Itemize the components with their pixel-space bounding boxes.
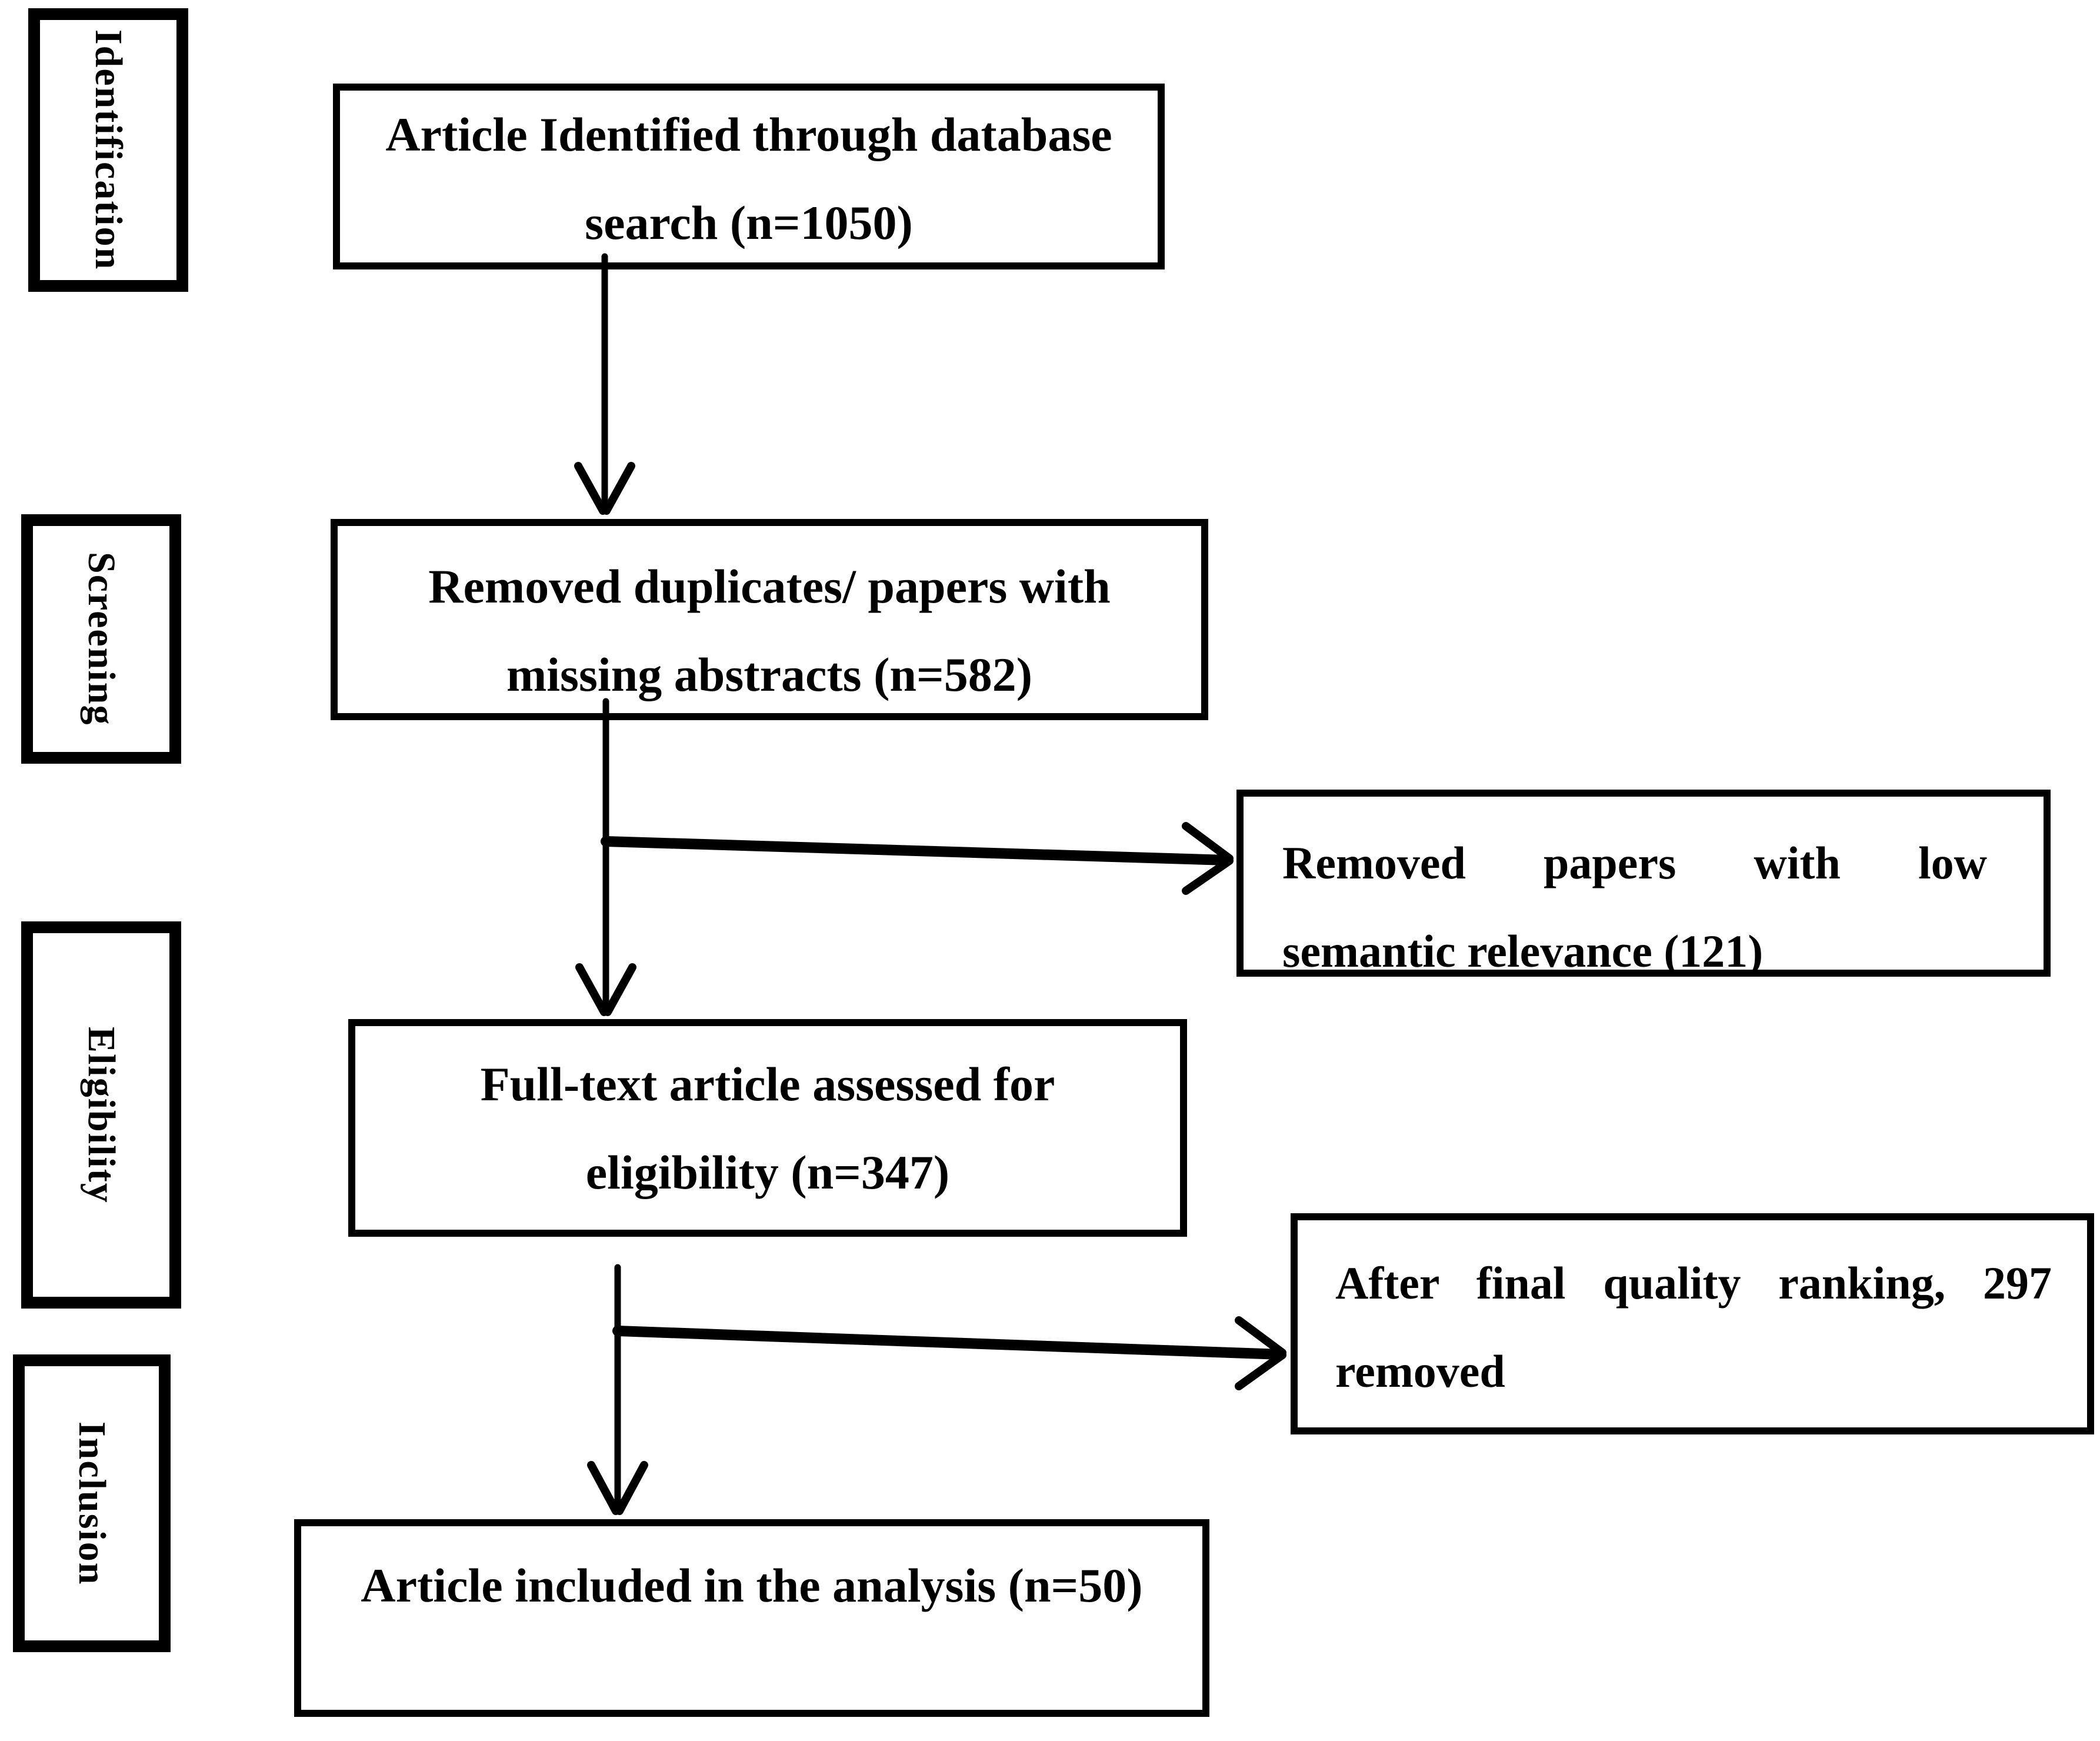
flow-box-fulltext-assessed-line-2: eligibility (n=347) (585, 1146, 950, 1199)
stage-box-eligibility: Eligibility (21, 921, 181, 1309)
side-box-quality-removed-line-2: removed (1335, 1346, 1505, 1397)
arrow-head-stroke (575, 963, 608, 1016)
arrow-head-stroke (615, 1461, 648, 1515)
flow-box-included-line-1: Article included in the analysis (n=50) (361, 1559, 1143, 1612)
side-box-low-relevance-line-2: semantic relevance (121) (1282, 926, 1764, 977)
flow-box-duplicates-removed-line-2: missing abstracts (n=582) (506, 648, 1033, 701)
flow-box-fulltext-assessed-line-1: Full-text article assessed for (480, 1057, 1055, 1111)
stage-label-eligibility: Eligibility (80, 1026, 123, 1204)
stage-label-inclusion: Inclusion (71, 1421, 114, 1586)
arrow-duplicates-to-fulltext (575, 698, 636, 1016)
stage-box-screening: Screening (21, 514, 181, 764)
flow-box-duplicates-removed: Removed duplicates/ papers with missing … (331, 519, 1208, 720)
arrow-fulltext-to-included (587, 1264, 648, 1515)
side-box-quality-removed-line-1: After final quality ranking, 297 (1335, 1257, 2052, 1309)
arrow-head-stroke (587, 1461, 620, 1515)
stage-box-inclusion: Inclusion (13, 1354, 171, 1652)
arrow-head-stroke (1182, 822, 1234, 863)
side-box-quality-removed: After final quality ranking, 297 removed (1291, 1213, 2094, 1434)
arrow-shaft (612, 1326, 1285, 1360)
stage-box-identification: Identification (28, 8, 188, 292)
arrow-shaft (601, 836, 1232, 865)
side-box-low-relevance: Removed papers with low semantic relevan… (1236, 790, 2051, 977)
stage-label-screening: Screening (80, 552, 123, 726)
arrow-head-stroke (604, 963, 636, 1016)
side-box-low-relevance-line-1: Removed papers with low (1282, 837, 1987, 888)
arrow-identified-to-duplicates (574, 253, 635, 515)
flow-box-identified: Article Identified through database sear… (333, 84, 1165, 269)
arrow-head-stroke (1235, 1316, 1286, 1357)
arrow-head-stroke (602, 462, 635, 515)
flow-box-identified-line-1: Article Identified through database (385, 108, 1112, 161)
arrow-branch-quality-removed (612, 1316, 1286, 1390)
arrow-head-stroke (1182, 857, 1234, 895)
arrow-head-stroke (1235, 1351, 1286, 1390)
flow-box-duplicates-removed-line-1: Removed duplicates/ papers with (428, 560, 1111, 613)
flow-box-included: Article included in the analysis (n=50) (294, 1519, 1209, 1717)
flow-box-fulltext-assessed: Full-text article assessed for eligibili… (348, 1019, 1187, 1237)
arrow-branch-low-relevance (601, 822, 1234, 895)
stage-label-identification: Identification (87, 29, 130, 271)
flow-box-identified-line-2: search (n=1050) (585, 196, 913, 249)
arrow-head-stroke (574, 462, 607, 515)
